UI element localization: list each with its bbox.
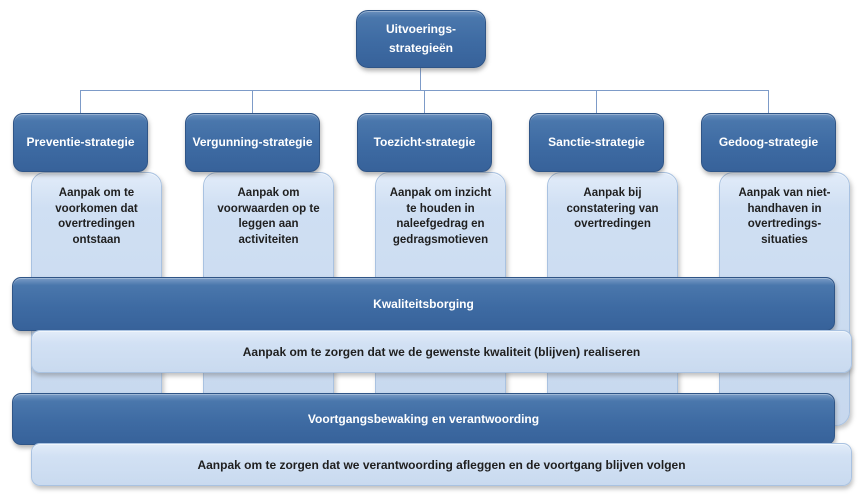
band-description-label: Aanpak om te zorgen dat we verantwoordin… <box>197 457 686 472</box>
connector-stem <box>420 68 421 90</box>
connector-drop-4 <box>596 90 597 113</box>
strategy-title: Preventie-strategie <box>26 135 135 149</box>
strategy-title: Sanctie-strategie <box>548 135 645 149</box>
connector-drop-5 <box>768 90 769 113</box>
band-description-label: Aanpak om te zorgen dat we de gewenste k… <box>242 344 641 359</box>
strategy-title: Toezicht-strategie <box>373 135 476 149</box>
strategy-box-vergunning: Vergunning-strategie <box>185 113 320 172</box>
band-description-voortgangsbewaking: Aanpak om te zorgen dat we verantwoordin… <box>31 443 852 486</box>
connector-drop-2 <box>252 90 253 113</box>
column-description: Aanpak om inzicht te houden in naleefged… <box>389 187 492 246</box>
strategy-box-sanctie: Sanctie-strategie <box>529 113 664 172</box>
root-node-label: Uitvoerings-strategieën <box>385 22 456 55</box>
column-description: Aanpak van niet-handhaven in overtreding… <box>738 187 831 246</box>
column-description: Aanpak om te voorkomen dat overtredingen… <box>55 187 138 246</box>
strategy-title: Gedoog-strategie <box>718 135 819 149</box>
strategy-box-toezicht: Toezicht-strategie <box>357 113 492 172</box>
connector-drop-3 <box>424 90 425 113</box>
column-description: Aanpak bij constatering van overtredinge… <box>566 187 659 230</box>
column-description: Aanpak om voorwaarden op te leggen aan a… <box>217 187 320 246</box>
strategy-box-preventie: Preventie-strategie <box>13 113 148 172</box>
band-title-label: Voortgangsbewaking en verantwoording <box>307 412 540 426</box>
connector-drop-1 <box>80 90 81 113</box>
strategy-box-gedoog: Gedoog-strategie <box>701 113 836 172</box>
strategy-title: Vergunning-strategie <box>192 135 313 149</box>
band-description-kwaliteitsborging: Aanpak om te zorgen dat we de gewenste k… <box>31 330 852 373</box>
root-node: Uitvoerings-strategieën <box>356 10 486 68</box>
band-title-label: Kwaliteitsborging <box>373 297 474 311</box>
band-title-voortgangsbewaking: Voortgangsbewaking en verantwoording <box>12 393 835 445</box>
band-title-kwaliteitsborging: Kwaliteitsborging <box>12 277 835 331</box>
